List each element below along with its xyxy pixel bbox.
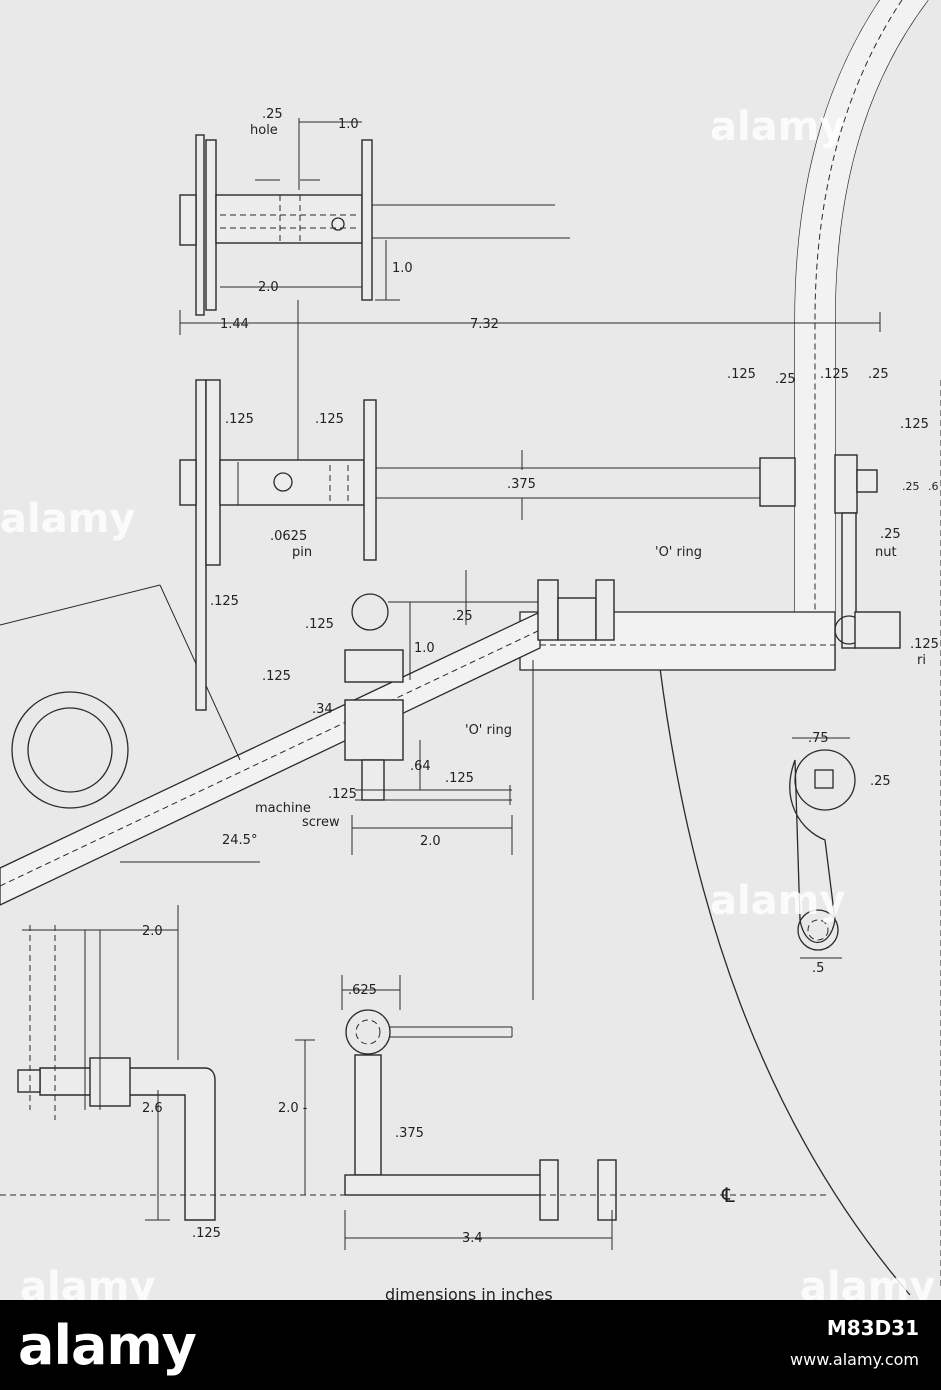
washer-view	[11, 691, 129, 809]
rivet-word: ri	[917, 653, 926, 668]
top-assembly	[179, 118, 881, 460]
dim-1-44: 1.44	[220, 317, 249, 332]
crank-25: .25	[870, 774, 891, 789]
mid-64: .64	[410, 759, 431, 774]
dim-25-6: .25	[902, 480, 920, 493]
sloped-plate	[0, 584, 541, 906]
dim-25-a: .25	[775, 372, 796, 387]
dim-125-d: .125	[820, 367, 849, 382]
bracket-assembly	[344, 570, 615, 1000]
o-ring-2: 'O' ring	[465, 723, 512, 738]
dim-0625: .0625	[270, 529, 307, 544]
vessel-wall	[794, 0, 929, 670]
footer-bar: alamy M83D31 www.alamy.com	[0, 1300, 941, 1390]
dim-6: .6	[928, 480, 939, 493]
hole-word: hole	[250, 123, 278, 138]
watermark-bottom-right: alamy	[800, 1264, 935, 1300]
machine-word: machine	[255, 801, 311, 816]
hole-dim: .25	[262, 107, 283, 122]
lower-crank	[295, 975, 617, 1250]
rivet-125: .125	[910, 637, 939, 652]
watermarks: alamy alamy alamy alamy alamy	[0, 104, 935, 1300]
dim-125-a: .125	[225, 412, 254, 427]
mid-125-c: .125	[445, 771, 474, 786]
dim-25-b: .25	[868, 367, 889, 382]
nut-word: nut	[875, 545, 897, 560]
shaft-assembly	[179, 379, 901, 711]
mid-125-a: .125	[305, 617, 334, 632]
crank-arm	[789, 737, 856, 959]
mid-25: .25	[452, 609, 473, 624]
crank-5: .5	[812, 961, 824, 976]
side-1-0: 1.0	[392, 261, 413, 276]
machine-125: .125	[328, 787, 357, 802]
l-bracket	[17, 905, 216, 1221]
tank-arc	[659, 667, 911, 1296]
lower-125: .125	[192, 1226, 221, 1241]
dim-125-right: .125	[900, 417, 929, 432]
pin-word: pin	[292, 545, 312, 560]
crank-75: .75	[808, 731, 829, 746]
mid-1-0: 1.0	[414, 641, 435, 656]
lower-2-0-b: 2.0 -	[278, 1101, 308, 1116]
screw-word: screw	[302, 815, 340, 830]
dim-125-left-low: .125	[210, 594, 239, 609]
top-1-0: 1.0	[338, 117, 359, 132]
footer-logo[interactable]: alamy	[18, 1314, 197, 1377]
mid-125-b: .125	[262, 669, 291, 684]
dimension-labels: .25 hole 1.0 1.0 2.0 1.44 7.32 .125 .125…	[142, 107, 939, 1300]
footer-url[interactable]: www.alamy.com	[790, 1350, 919, 1369]
width-2-0-top: 2.0	[258, 280, 279, 295]
dim-125-c: .125	[727, 367, 756, 382]
mid-34: .34	[312, 702, 333, 717]
dim-375: .375	[507, 477, 536, 492]
o-ring-1: 'O' ring	[655, 545, 702, 560]
dim-125-b: .125	[315, 412, 344, 427]
nut-dim: .25	[880, 527, 901, 542]
lower-3-4: 3.4	[462, 1231, 483, 1246]
watermark-top: alamy	[710, 104, 845, 150]
dim-7-32: 7.32	[470, 317, 499, 332]
mechanical-drawing: .25 hole 1.0 1.0 2.0 1.44 7.32 .125 .125…	[0, 0, 941, 1300]
caption: dimensions in inches	[385, 1285, 553, 1300]
lower-2-0: 2.0	[142, 924, 163, 939]
angle-label: 24.5°	[222, 833, 257, 848]
watermark-bottom-left: alamy	[20, 1264, 155, 1300]
watermark-left: alamy	[0, 496, 135, 542]
lower-375: .375	[395, 1126, 424, 1141]
mid-2-0: 2.0	[420, 834, 441, 849]
watermark-right: alamy	[710, 878, 845, 924]
centerline-symbol: ℄	[721, 1183, 735, 1207]
footer-image-id: M83D31	[826, 1316, 919, 1340]
lower-625: .625	[348, 983, 377, 998]
lower-2-6: 2.6	[142, 1101, 163, 1116]
